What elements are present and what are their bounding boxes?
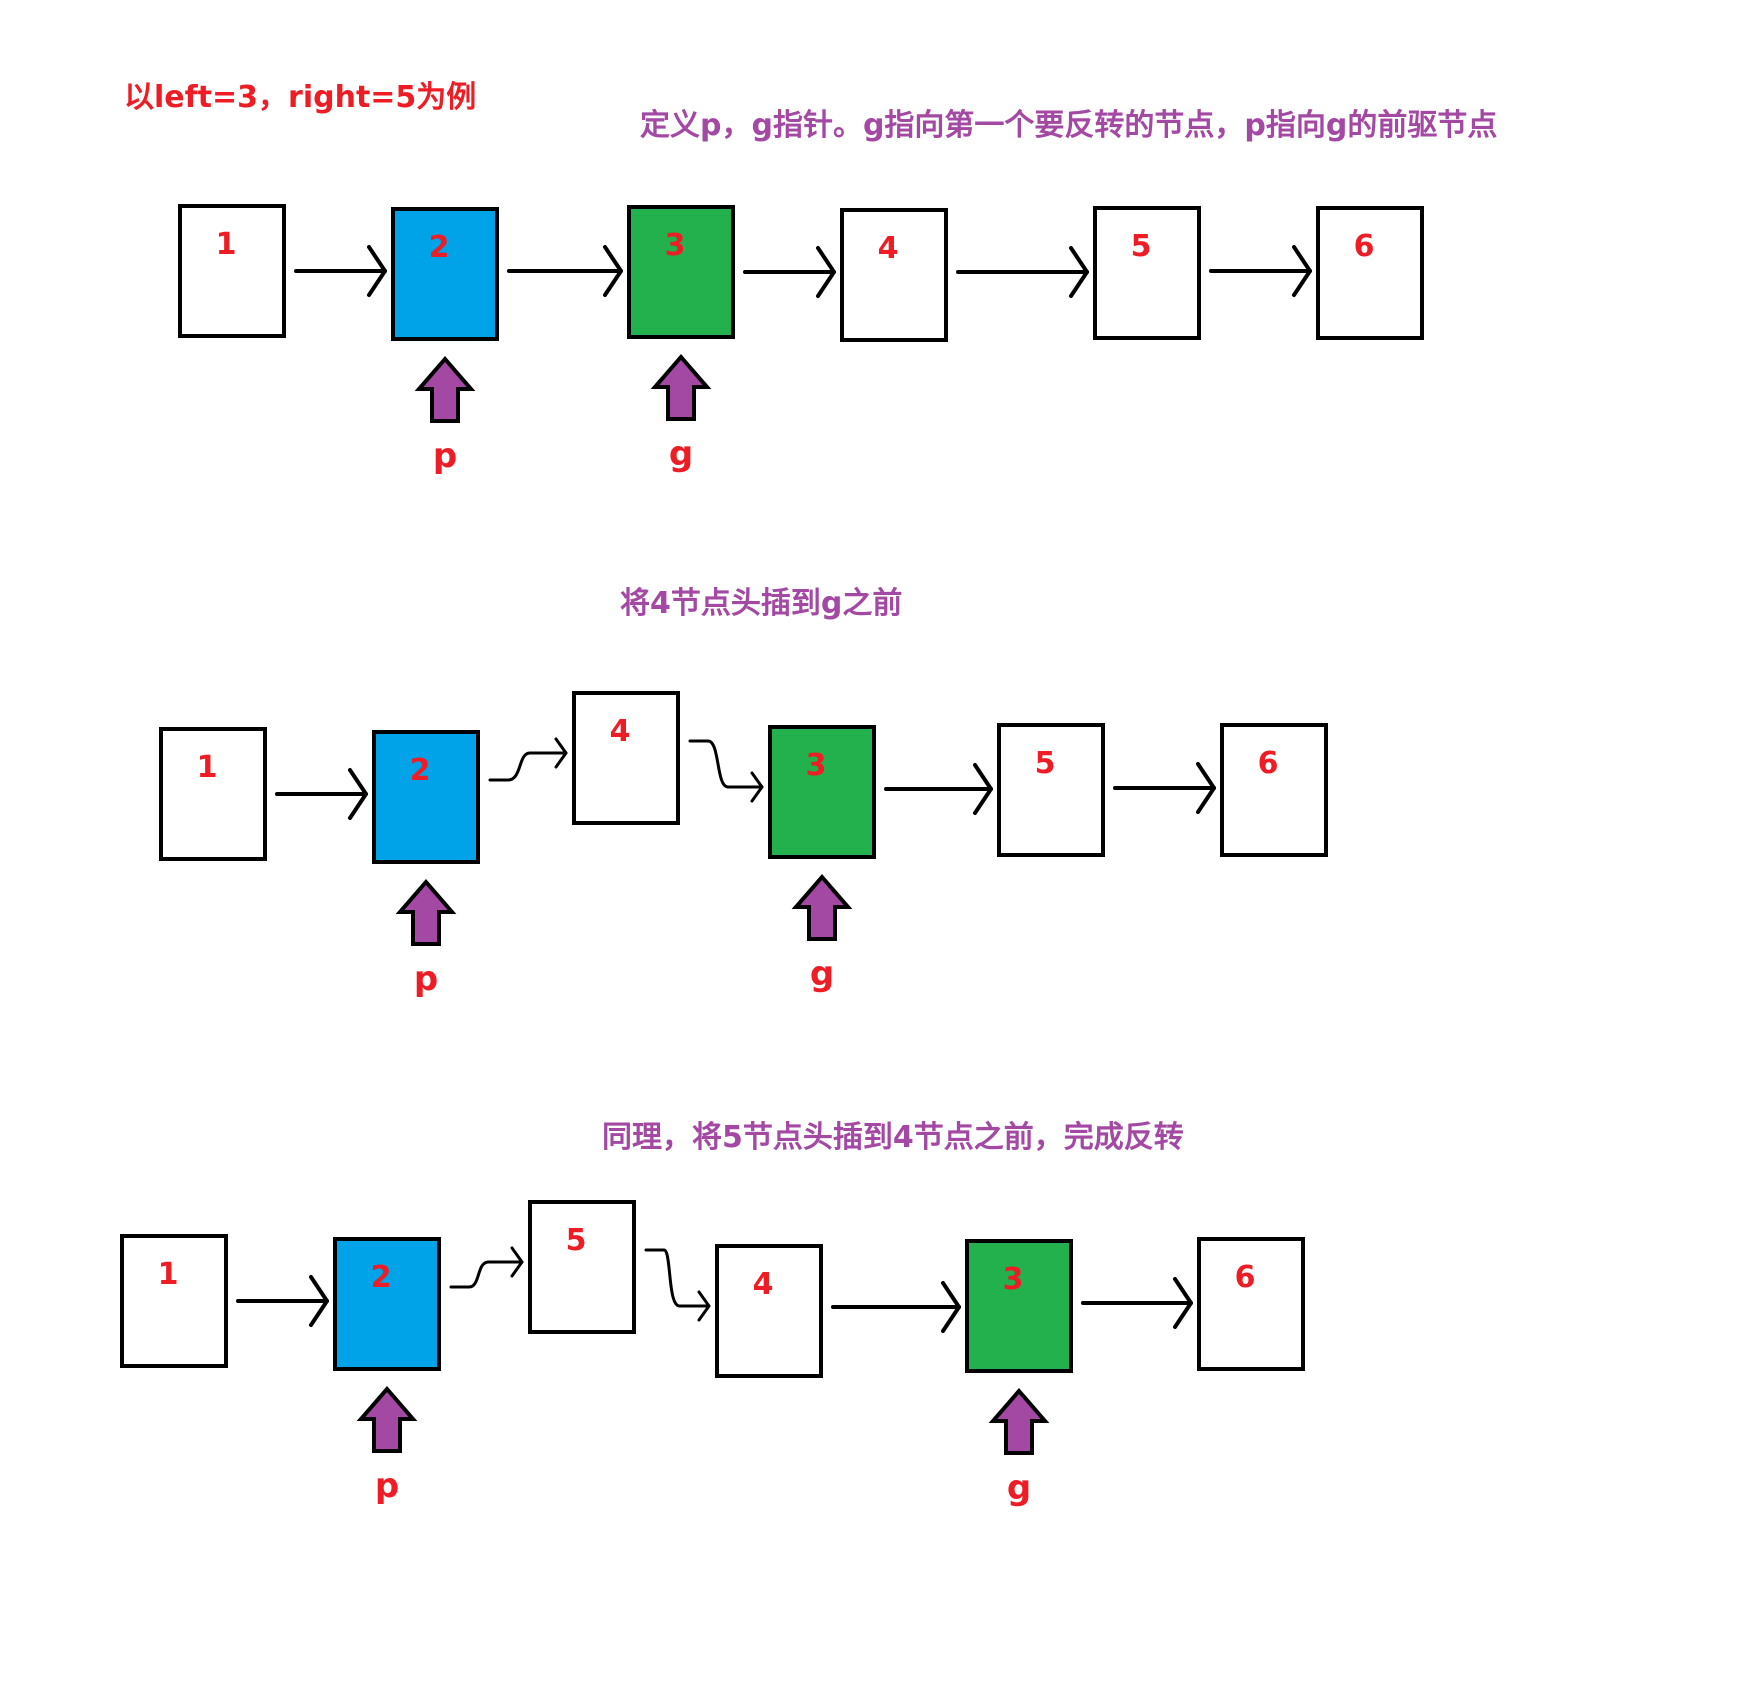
pointer-label: g xyxy=(810,954,834,994)
link-arrow-2 xyxy=(449,1246,524,1289)
pointer-label: p xyxy=(433,436,457,476)
link-arrow-1 xyxy=(275,768,368,820)
list-node-3: 3 xyxy=(768,725,876,859)
link-arrow-2 xyxy=(507,245,623,297)
link-arrow-5 xyxy=(1209,245,1312,297)
link-arrow-5 xyxy=(1081,1277,1193,1329)
pointer-p: p xyxy=(395,878,457,999)
link-arrow-3 xyxy=(688,739,764,803)
pointer-p: p xyxy=(414,355,476,476)
node-value: 1 xyxy=(158,1257,179,1292)
list-node-4: 4 xyxy=(715,1244,823,1378)
node-value: 2 xyxy=(371,1260,392,1295)
stage-2-list: 1 2 4 3 5 6 p g xyxy=(159,691,1328,999)
node-value: 6 xyxy=(1258,746,1279,781)
pointer-label: g xyxy=(669,434,693,474)
pointer-arrow-icon xyxy=(356,1385,418,1453)
list-node-5: 5 xyxy=(997,723,1105,857)
list-node-1: 1 xyxy=(120,1234,228,1368)
node-value: 3 xyxy=(1003,1262,1024,1297)
pointer-arrow-icon xyxy=(988,1387,1050,1455)
list-node-6: 6 xyxy=(1197,1237,1305,1371)
node-value: 4 xyxy=(610,714,631,749)
list-node-5: 5 xyxy=(528,1200,636,1334)
pointer-g: g xyxy=(650,353,712,474)
pointer-label: g xyxy=(1007,1468,1031,1508)
stage-1-list: 1 2 3 4 5 6 p g xyxy=(178,204,1424,476)
node-value: 6 xyxy=(1235,1260,1256,1295)
link-arrow-4 xyxy=(884,763,993,815)
node-value: 4 xyxy=(753,1267,774,1302)
link-arrow-4 xyxy=(831,1281,961,1333)
link-arrow-3 xyxy=(644,1248,711,1322)
list-node-1: 1 xyxy=(178,204,286,338)
list-node-5: 5 xyxy=(1093,206,1201,340)
node-value: 3 xyxy=(665,228,686,263)
node-value: 1 xyxy=(197,750,218,785)
list-node-4: 4 xyxy=(840,208,948,342)
node-value: 5 xyxy=(566,1223,587,1258)
list-node-6: 6 xyxy=(1220,723,1328,857)
list-node-6: 6 xyxy=(1316,206,1424,340)
node-value: 2 xyxy=(410,753,431,788)
stage3-caption: 同理，将5节点头插到4节点之前，完成反转 xyxy=(602,1120,1184,1155)
node-value: 4 xyxy=(878,231,899,266)
link-arrow-4 xyxy=(956,246,1089,298)
link-arrow-5 xyxy=(1113,762,1216,814)
list-node-3: 3 xyxy=(965,1239,1073,1373)
pointer-arrow-icon xyxy=(395,878,457,946)
stage2-caption: 将4节点头插到g之前 xyxy=(620,586,903,621)
node-value: 2 xyxy=(429,230,450,265)
pointer-arrow-icon xyxy=(650,353,712,421)
list-node-3: 3 xyxy=(627,205,735,339)
list-node-2: 2 xyxy=(372,730,480,864)
list-node-4: 4 xyxy=(572,691,680,825)
pointer-label: p xyxy=(375,1466,399,1506)
pointer-label: p xyxy=(414,959,438,999)
list-node-2: 2 xyxy=(333,1237,441,1371)
pointer-arrow-icon xyxy=(791,873,853,941)
pointer-p: p xyxy=(356,1385,418,1506)
link-arrow-3 xyxy=(743,246,836,298)
list-node-2: 2 xyxy=(391,207,499,341)
stage1-caption: 定义p，g指针。g指向第一个要反转的节点，p指向g的前驱节点 xyxy=(640,108,1498,143)
node-value: 5 xyxy=(1035,746,1056,781)
node-value: 3 xyxy=(806,748,827,783)
pointer-g: g xyxy=(791,873,853,994)
list-node-1: 1 xyxy=(159,727,267,861)
example-caption: 以left=3，right=5为例 xyxy=(124,80,477,115)
pointer-arrow-icon xyxy=(414,355,476,423)
node-value: 5 xyxy=(1131,229,1152,264)
node-value: 1 xyxy=(216,227,237,262)
node-value: 6 xyxy=(1354,229,1375,264)
stage-3-list: 1 2 5 4 3 6 p g xyxy=(120,1200,1305,1508)
link-arrow-1 xyxy=(294,245,387,297)
pointer-g: g xyxy=(988,1387,1050,1508)
link-arrow-1 xyxy=(236,1275,329,1327)
link-arrow-2 xyxy=(488,737,568,782)
